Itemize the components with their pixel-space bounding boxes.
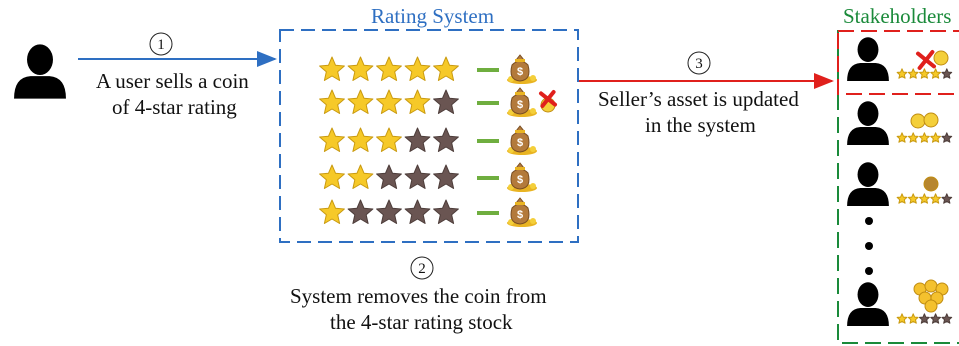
svg-text:$: $	[517, 66, 523, 78]
stakeholder-2-gold-coin-icon-2	[923, 112, 939, 128]
stakeholder-4-star-4	[930, 313, 941, 324]
rating-row-3-star-3	[376, 127, 402, 152]
rating-row-4-money-bag-icon: $	[507, 162, 537, 192]
step-2-number-circle	[410, 256, 434, 280]
rating-row-1-money-bag-icon: $	[507, 54, 537, 84]
stakeholder-2-star-4	[930, 132, 941, 143]
stakeholder-3-star-1	[896, 193, 908, 204]
stakeholder-3-star-4	[930, 193, 941, 204]
rating-row-2-star-5	[433, 89, 459, 114]
stakeholder-2-star-3	[919, 132, 930, 143]
rating-row-1-star-1	[319, 56, 345, 81]
stakeholder-3-coin-icon	[923, 176, 939, 192]
stakeholders-box	[837, 30, 959, 344]
step-3-number: 3	[695, 56, 703, 72]
step-3-number-circle	[687, 51, 711, 75]
stakeholder-4-star-5	[941, 313, 953, 324]
rating-row-2-money-bag-icon: $	[507, 87, 537, 117]
stakeholder-1-star-2	[907, 68, 919, 79]
stakeholder-4-star-1	[896, 313, 908, 324]
rating-row-5-star-4	[404, 199, 431, 224]
rating-row-4-star-2	[347, 164, 374, 189]
rating-row-2-star-4	[404, 89, 431, 114]
rating-row-1-star-4	[404, 56, 431, 81]
step-1-number: 1	[157, 37, 165, 53]
ellipsis-dot-icon-3	[865, 267, 873, 275]
rating-row-1-star-5	[433, 56, 459, 81]
rating-row-5-star-5	[433, 199, 459, 224]
rating-row-3-money-bag-icon: $	[507, 125, 537, 155]
step-2-number: 2	[418, 261, 426, 277]
stakeholder-1-star-4	[930, 68, 941, 79]
ellipsis-dot-icon-2	[865, 242, 873, 250]
stakeholder-4-gold-coin-icon-2	[924, 279, 938, 293]
rating-row-3-star-2	[347, 127, 374, 152]
stakeholder-4-gold-coin-icon-6	[924, 299, 938, 313]
stakeholder-3-person-icon	[847, 162, 889, 206]
stakeholder-1-star-1	[896, 68, 908, 79]
svg-text:$: $	[517, 99, 523, 111]
rating-row-4-star-1	[319, 164, 345, 189]
rating-row-2-star-1	[319, 89, 345, 114]
rating-row-2-star-3	[376, 89, 402, 114]
svg-text:$: $	[517, 137, 523, 149]
rating-row-5-star-1	[319, 199, 345, 224]
stakeholders-title: Stakeholders	[843, 4, 952, 28]
stakeholder-1-star-5	[941, 68, 953, 79]
stakeholder-4-person-icon	[847, 282, 889, 326]
step-1-number-circle	[149, 32, 173, 56]
rating-row-4-star-4	[404, 164, 431, 189]
rating-system-title: Rating System	[371, 4, 495, 28]
stakeholder-3-star-5	[941, 193, 953, 204]
rating-row-3-star-5	[433, 127, 459, 152]
seller-highlight-box	[837, 30, 959, 95]
stakeholder-1-star-3	[919, 68, 930, 79]
stakeholder-2-star-5	[941, 132, 953, 143]
seller-person-icon	[14, 44, 66, 99]
rating-row-4-star-5	[433, 164, 459, 189]
ellipsis-dot-icon-1	[865, 217, 873, 225]
stakeholder-1-gold-coin-icon	[933, 50, 949, 66]
step-2-line-1: System removes the coin from	[290, 284, 547, 308]
stakeholder-2-person-icon	[847, 101, 889, 145]
step-1-line-2: of 4-star rating	[112, 95, 237, 119]
stakeholder-1-red-x-icon	[916, 50, 936, 70]
step-2-line-2: the 4-star rating stock	[330, 310, 513, 334]
rating-row-1-star-2	[347, 56, 374, 81]
rating-row-1-star-3	[376, 56, 402, 81]
rating-row-4-star-3	[376, 164, 402, 189]
removed-coin-red-x-icon	[539, 90, 557, 108]
stakeholder-3-star-2	[907, 193, 919, 204]
step-3-line-2: in the system	[645, 113, 756, 137]
rating-row-5-money-bag-icon: $	[507, 197, 537, 227]
stakeholder-4-star-2	[907, 313, 919, 324]
rating-system-box	[279, 29, 579, 243]
rating-row-3-star-4	[404, 127, 431, 152]
rating-row-5-star-3	[376, 199, 402, 224]
stakeholder-2-star-2	[907, 132, 919, 143]
stakeholder-3-star-3	[919, 193, 930, 204]
step-3-line-1: Seller’s asset is updated	[598, 87, 799, 111]
stakeholder-2-star-1	[896, 132, 908, 143]
svg-text:$: $	[517, 174, 523, 186]
rating-row-5-star-2	[347, 199, 374, 224]
step-1-line-1: A user sells a coin	[96, 69, 249, 93]
rating-row-2-star-2	[347, 89, 374, 114]
rating-row-3-star-1	[319, 127, 345, 152]
stakeholder-1-person-icon	[847, 37, 889, 81]
svg-text:$: $	[517, 209, 523, 221]
stakeholder-2-gold-coin-icon-1	[910, 113, 926, 129]
stakeholder-4-star-3	[919, 313, 930, 324]
